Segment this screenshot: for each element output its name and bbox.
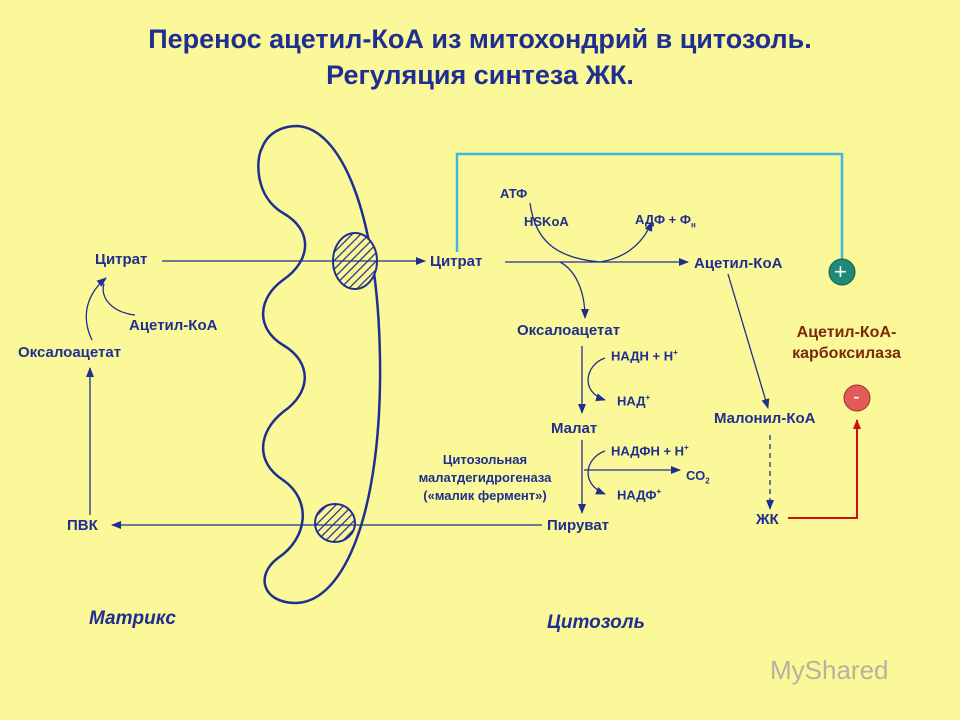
malate-label: Малат xyxy=(551,420,598,437)
co2-label: СО2 xyxy=(686,468,710,486)
watermark-logo: MyShared xyxy=(770,655,889,685)
nadp-text: НАДФ xyxy=(617,487,657,503)
oaa-to-citrate-arrow xyxy=(85,277,107,341)
atp-label: АТФ xyxy=(500,186,528,201)
pyruvate-label: Пируват xyxy=(547,517,610,534)
enzyme-line-1: Цитозольная xyxy=(442,452,528,467)
nadh-to-nad-arc xyxy=(587,357,606,402)
pvk-label: ПВК xyxy=(67,517,98,534)
minus-badge xyxy=(843,384,871,412)
cytosol-citrate-label: Цитрат xyxy=(430,253,483,270)
nadp-superscript: + xyxy=(656,487,662,496)
matrix-citrate-label: Цитрат xyxy=(95,251,148,268)
nadh-text: НАДН + Н xyxy=(611,348,674,364)
plus-badge xyxy=(828,258,856,286)
co2-text: СО xyxy=(686,468,706,483)
nadh-superscript: + xyxy=(673,348,678,357)
cytosol-zone-label: Цитозоль xyxy=(547,612,645,633)
mitochondrion-membrane xyxy=(257,124,382,605)
nadph-to-nadp-arc xyxy=(587,450,606,495)
adp-pn-label: АДФ + Фн xyxy=(635,212,696,230)
title-line-1: Перенос ацетил-КоА из митохондрий в цито… xyxy=(148,24,812,54)
enzyme-line-3: («малик фермент») xyxy=(423,488,547,503)
carboxylase-line-2: карбоксилаза xyxy=(792,345,901,362)
cytosol-acetyl-coa-label: Ацетил-КоА xyxy=(694,255,783,272)
acetyl-coa-join-arc xyxy=(102,283,136,316)
nad-text: НАД xyxy=(617,393,646,409)
nad-superscript: + xyxy=(645,393,651,402)
adp-pn-text: АДФ + Ф xyxy=(635,212,691,227)
hskoa-label: HSKoA xyxy=(524,214,569,229)
citrate-to-oaa-arrow xyxy=(559,261,589,319)
nad-label: НАД+ xyxy=(617,393,650,408)
nadph-superscript: + xyxy=(684,443,689,452)
citrate-activation-line xyxy=(455,152,844,260)
enzyme-line-2: малатдегидрогеназа xyxy=(418,470,552,485)
adp-out-arrow xyxy=(599,221,653,263)
pyruvate-transporter xyxy=(314,503,356,543)
co2-subscript: 2 xyxy=(705,476,710,486)
nadh-label: НАДН + Н+ xyxy=(611,348,678,363)
cytosol-oxaloacetate-label: Оксалоацетат xyxy=(517,322,621,339)
pn-subscript: н xyxy=(690,220,696,230)
carboxylase-label: Ацетил-КоА- карбоксилаза xyxy=(764,322,929,364)
malonyl-coa-label: Малонил-КоА xyxy=(714,410,816,427)
malic-enzyme-label: Цитозольная малатдегидрогеназа («малик ф… xyxy=(380,451,590,505)
nadp-label: НАДФ+ xyxy=(617,487,661,502)
title-line-2: Регуляция синтеза ЖК. xyxy=(326,60,634,90)
nadph-text: НАДФН + Н xyxy=(611,443,685,459)
nadph-label: НАДФН + Н+ xyxy=(611,443,689,458)
matrix-zone-label: Матрикс xyxy=(89,608,176,629)
fa-label: ЖК xyxy=(756,511,779,528)
acetyl-coa-to-malonyl-arrow xyxy=(727,273,770,409)
minus-sign: - xyxy=(853,386,860,408)
carboxylase-line-1: Ацетил-КоА- xyxy=(796,324,897,341)
matrix-acetyl-coa-label: Ацетил-КоА xyxy=(129,317,218,334)
matrix-oxaloacetate-label: Оксалоацетат xyxy=(18,344,122,361)
plus-sign: + xyxy=(834,259,847,284)
atp-hskoa-in-arc xyxy=(529,202,601,263)
fa-inhibition-line xyxy=(788,419,861,519)
